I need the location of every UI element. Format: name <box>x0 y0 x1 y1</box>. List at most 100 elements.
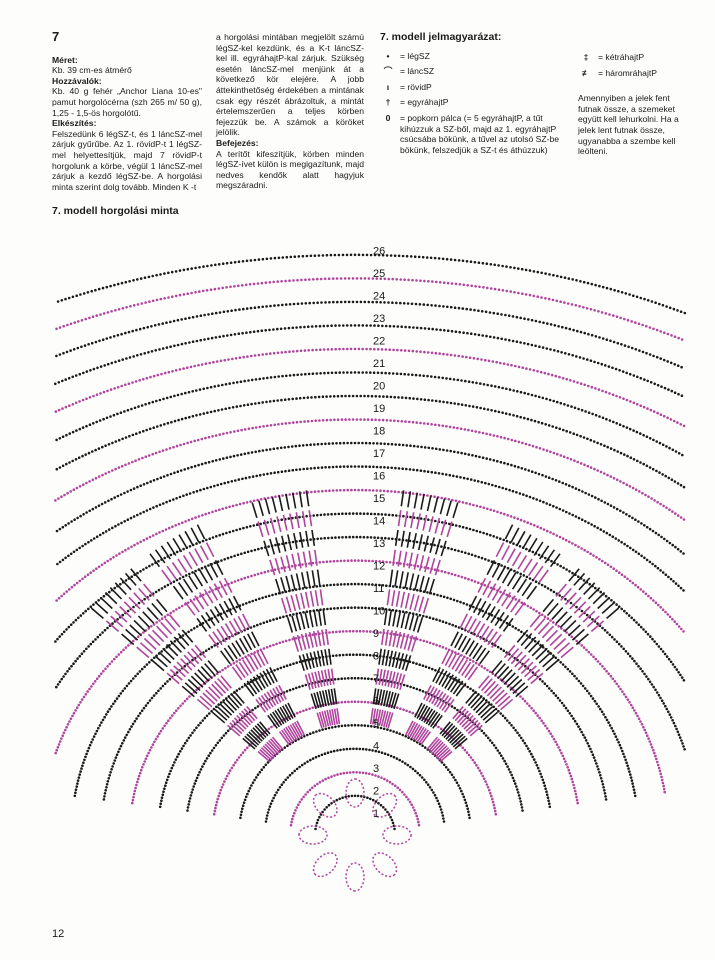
chain-dot <box>131 722 135 726</box>
chain-dot <box>230 581 233 584</box>
chain-dot <box>378 418 381 422</box>
chain-dot <box>341 630 345 633</box>
chain-dot <box>348 535 352 539</box>
chain-dot <box>372 630 376 634</box>
chain-dot <box>58 560 62 564</box>
chain-dot <box>246 627 250 631</box>
chain-dot <box>504 762 508 766</box>
stitch-bar <box>105 620 120 633</box>
stitch-bar <box>471 620 482 636</box>
chain-dot <box>608 392 611 395</box>
chain-dot <box>631 581 635 585</box>
chain-dot <box>503 461 506 465</box>
chain-dot <box>153 324 157 327</box>
chain-dot <box>514 598 518 601</box>
stitch-bar <box>314 549 318 566</box>
chain-dot <box>532 758 536 761</box>
chain-dot <box>154 349 157 352</box>
chain-dot <box>109 388 113 391</box>
legend-item-tr: ‡ = kétráhajtP <box>578 52 688 63</box>
chain-dot <box>604 798 608 801</box>
chain-dot <box>484 780 487 783</box>
chain-dot <box>642 725 645 729</box>
chain-dot <box>200 437 204 441</box>
chain-dot <box>355 629 359 633</box>
chain-dot <box>550 559 553 563</box>
stitch-bar <box>317 630 322 647</box>
chain-dot <box>583 463 586 467</box>
chain-dot <box>558 748 562 752</box>
stitch-bar <box>275 686 285 702</box>
chain-dot <box>342 771 346 775</box>
chain-dot <box>433 793 437 797</box>
chain-dot <box>496 336 500 340</box>
chain-dot <box>547 372 550 376</box>
chain-dot <box>228 769 232 772</box>
chain-dot <box>468 816 471 820</box>
chain-dot <box>656 411 659 415</box>
chain-dot <box>632 458 636 461</box>
chain-dot <box>83 758 86 762</box>
chain-dot <box>367 277 371 280</box>
chain-dot <box>562 757 566 760</box>
chain-dot <box>137 601 141 605</box>
stitch-bar <box>486 560 496 576</box>
chain-dot <box>147 401 151 405</box>
petal <box>298 825 328 845</box>
chain-dot <box>102 798 106 801</box>
chain-dot <box>260 281 264 285</box>
chain-dot <box>591 618 594 621</box>
chain-dot <box>445 425 448 428</box>
chain-dot <box>319 537 323 540</box>
chain-dot <box>433 375 437 379</box>
chain-dot <box>164 784 167 787</box>
chain-dot <box>639 376 643 380</box>
stitch-bar <box>440 540 447 557</box>
chain-dot <box>259 622 262 626</box>
chain-dot <box>380 536 384 540</box>
chain-dot <box>668 615 672 619</box>
chain-dot <box>164 781 168 784</box>
chain-dot <box>92 367 96 371</box>
instructions-column-2: a horgolási mintában megjelölt számú lég… <box>216 32 364 191</box>
chain-dot <box>304 302 308 305</box>
chain-dot <box>294 809 297 812</box>
chain-dot <box>406 563 409 566</box>
chain-dot <box>246 575 250 579</box>
chain-dot <box>286 776 290 779</box>
stitch-bar <box>110 615 124 628</box>
chain-dot <box>311 757 315 760</box>
chain-dot <box>281 303 284 307</box>
chain-dot <box>613 448 616 452</box>
chain-dot <box>246 355 249 358</box>
chain-dot <box>80 345 83 349</box>
chain-dot <box>264 820 268 823</box>
stitch-bar <box>198 592 209 607</box>
chain-dot <box>455 679 458 682</box>
chain-dot <box>577 407 580 411</box>
chain-dot <box>340 394 344 398</box>
chain-dot <box>423 446 427 449</box>
chain-dot <box>609 475 613 478</box>
chain-dot <box>188 572 191 576</box>
chain-dot <box>327 803 331 807</box>
chain-dot <box>631 486 635 490</box>
chain-dot <box>284 422 288 425</box>
stitch-bar <box>249 678 260 693</box>
chain-dot <box>92 394 95 398</box>
instructions-column-1: 7 Méret: Kb. 39 cm-es átmérő Hozzávalók:… <box>52 30 202 192</box>
chain-dot <box>426 566 430 570</box>
chain-dot <box>269 424 273 427</box>
chain-dot <box>517 267 520 270</box>
chain-dot <box>628 770 631 773</box>
chain-dot <box>412 444 416 448</box>
stitch-bar <box>499 698 514 711</box>
chain-dot <box>338 630 342 633</box>
chain-dot <box>239 753 243 757</box>
chain-dot <box>634 550 638 554</box>
stitch-bar <box>104 591 118 605</box>
stitch-bar <box>184 682 198 695</box>
chain-dot <box>345 253 349 257</box>
chain-dot <box>502 362 506 365</box>
stitch-bar <box>457 635 467 651</box>
